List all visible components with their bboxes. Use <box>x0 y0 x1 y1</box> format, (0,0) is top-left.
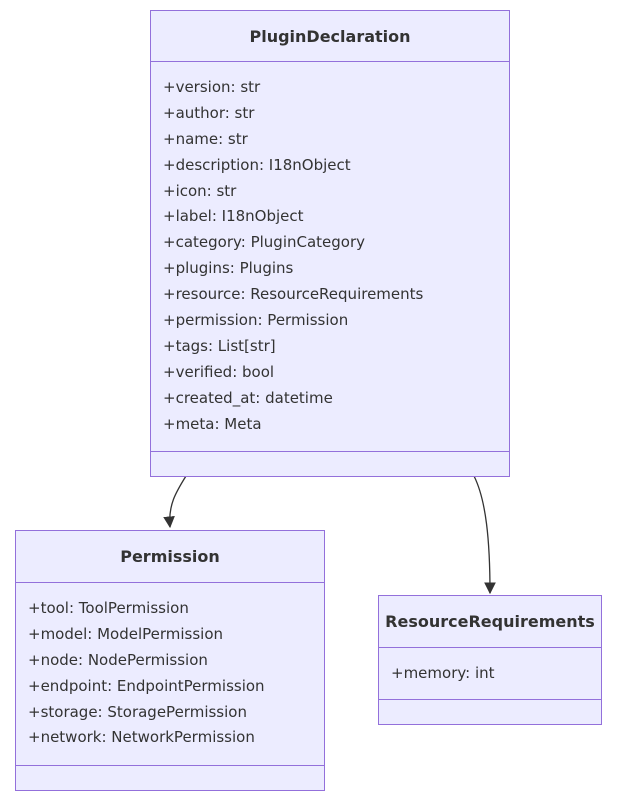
class-methods <box>16 766 324 790</box>
attribute: +model: ModelPermission <box>28 624 224 643</box>
class-attributes: +memory: int <box>379 648 601 700</box>
attribute: +verified: bool <box>163 362 275 381</box>
attribute: +icon: str <box>163 181 237 200</box>
attribute: +endpoint: EndpointPermission <box>28 676 265 695</box>
attribute: +label: I18nObject <box>163 207 304 226</box>
attribute: +tags: List[str] <box>163 336 276 355</box>
class-methods <box>151 452 509 476</box>
attribute: +node: NodePermission <box>28 650 208 669</box>
class-title: Permission <box>16 531 324 583</box>
class-title: PluginDeclaration <box>151 11 509 62</box>
attribute: +meta: Meta <box>163 414 262 433</box>
attribute: +storage: StoragePermission <box>28 702 247 721</box>
class-resource-requirements: ResourceRequirements +memory: int <box>378 595 602 725</box>
attribute: +description: I18nObject <box>163 155 351 174</box>
attribute: +created_at: datetime <box>163 388 333 407</box>
attribute: +name: str <box>163 129 248 148</box>
class-permission: Permission +tool: ToolPermission +model:… <box>15 530 325 791</box>
attribute: +version: str <box>163 78 261 96</box>
attribute: +memory: int <box>391 664 495 682</box>
attribute: +author: str <box>163 103 255 122</box>
class-title: ResourceRequirements <box>379 596 601 648</box>
class-attributes: +version: str +author: str +name: str +d… <box>151 62 509 452</box>
class-methods <box>379 700 601 724</box>
attribute: +resource: ResourceRequirements <box>163 285 424 304</box>
class-attributes: +tool: ToolPermission +model: ModelPermi… <box>16 583 324 766</box>
attribute: +network: NetworkPermission <box>28 728 255 747</box>
attribute: +permission: Permission <box>163 311 349 330</box>
attribute: +tool: ToolPermission <box>28 599 189 617</box>
edge-plugin-to-resource-requirements <box>473 475 496 595</box>
attribute: +category: PluginCategory <box>163 233 366 252</box>
edge-plugin-to-permission <box>163 475 187 529</box>
class-plugin-declaration: PluginDeclaration +version: str +author:… <box>150 10 510 477</box>
attribute: +plugins: Plugins <box>163 259 294 278</box>
